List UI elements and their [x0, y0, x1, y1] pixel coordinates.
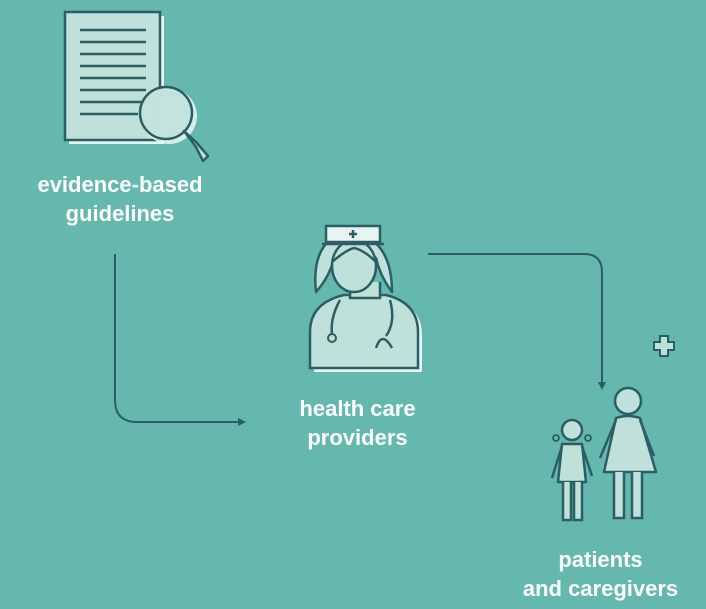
- patients-label-line2: and caregivers: [522, 576, 679, 601]
- providers-label-line2: providers: [307, 425, 408, 450]
- patients-label: patients and caregivers: [495, 545, 706, 603]
- nurse-icon: [308, 224, 422, 372]
- providers-label: health care providers: [250, 394, 465, 452]
- medical-cross-icon: [653, 335, 675, 357]
- guidelines-label-line1: evidence-based: [37, 172, 203, 197]
- guidelines-label-line2: guidelines: [65, 201, 175, 226]
- patients-label-line1: patients: [558, 547, 643, 572]
- mother-child-icon: [550, 386, 658, 522]
- document-magnifier-icon: [63, 10, 210, 163]
- guidelines-label: evidence-based guidelines: [10, 170, 230, 228]
- arrow-guidelines-to-providers: [114, 254, 246, 426]
- providers-label-line1: health care: [299, 396, 416, 421]
- arrow-providers-to-patients: [428, 253, 606, 390]
- mother-figure: [598, 386, 658, 520]
- child-figure: [550, 418, 594, 522]
